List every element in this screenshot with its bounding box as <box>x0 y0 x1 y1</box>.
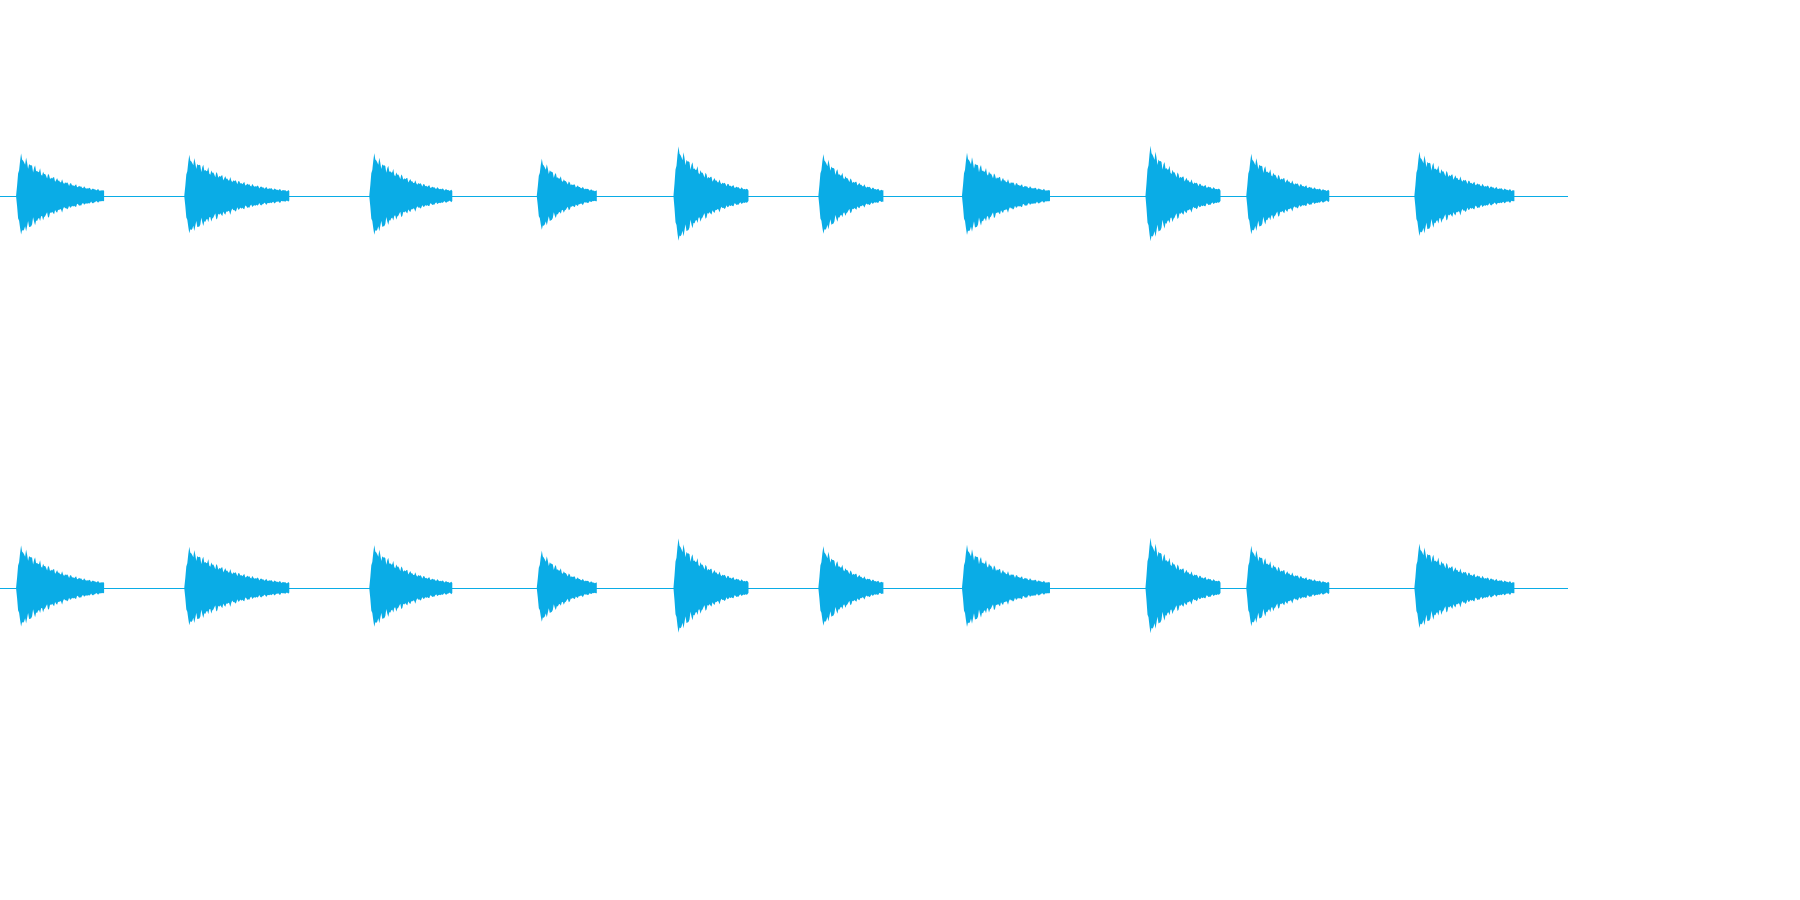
right-channel-waveform <box>0 537 1568 634</box>
right-channel-transient-1 <box>16 545 105 627</box>
right-channel-transient-6 <box>818 546 884 626</box>
left-channel-transient-1 <box>16 153 105 235</box>
right-channel-transient-8 <box>1145 537 1221 634</box>
right-channel-transient-7 <box>962 544 1050 627</box>
right-channel-transient-10 <box>1414 543 1515 628</box>
right-channel-transient-3 <box>369 545 453 627</box>
left-channel-transient-4 <box>536 158 597 230</box>
left-channel-transient-5 <box>673 146 749 241</box>
left-channel-transient-10 <box>1414 151 1515 236</box>
left-channel-transient-3 <box>369 153 453 235</box>
left-channel-transient-9 <box>1246 153 1330 235</box>
right-channel-transient-2 <box>184 546 290 626</box>
left-channel-transient-6 <box>818 154 884 234</box>
left-channel-waveform <box>0 145 1568 242</box>
right-channel-transient-9 <box>1246 545 1330 627</box>
right-channel-transient-4 <box>536 550 597 622</box>
left-channel-transient-7 <box>962 152 1050 235</box>
right-channel-transient-5 <box>673 538 749 633</box>
left-channel-transient-2 <box>184 154 290 234</box>
left-channel-transient-8 <box>1145 145 1221 242</box>
